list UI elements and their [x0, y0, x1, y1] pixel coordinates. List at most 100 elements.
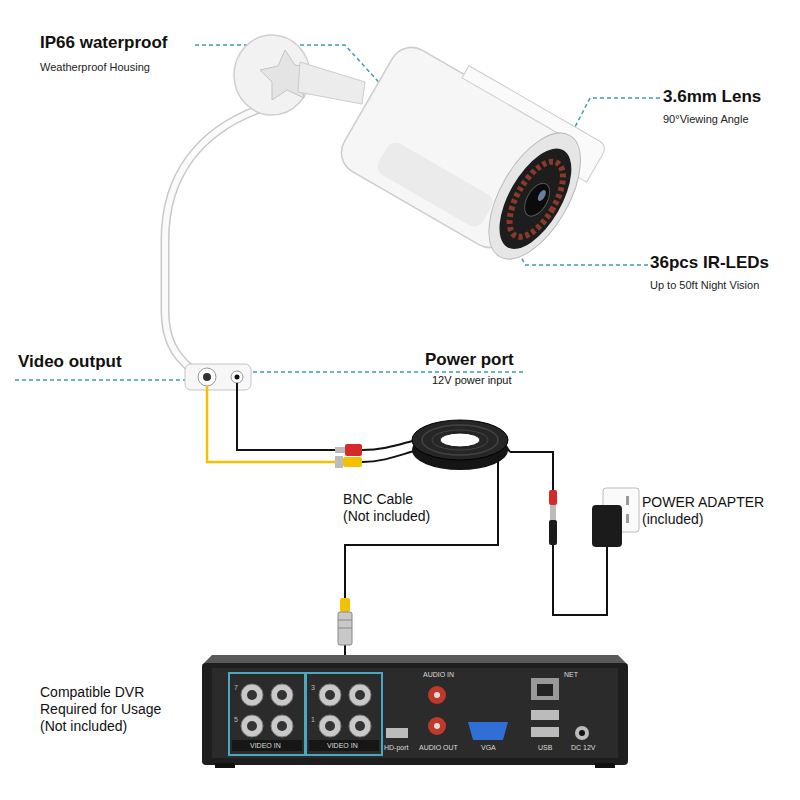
callout-note: 90°Viewing Angle: [663, 114, 749, 125]
bnc-port: [241, 715, 263, 737]
bnc-port: [319, 684, 341, 706]
coil-hole: [440, 433, 480, 447]
port-label: NET: [564, 671, 578, 678]
mount-arm: [298, 62, 365, 104]
ethernet-port: [531, 678, 559, 700]
cable-coil: BNC Cable (Not included): [335, 415, 510, 530]
port-highlight: [229, 673, 305, 755]
vga-port: [468, 722, 508, 740]
pigtail-housing: [185, 364, 251, 390]
dvr-body: [202, 663, 628, 765]
callout-note: Up to 50ft Night Vision: [650, 280, 759, 291]
port-label: USB: [538, 744, 552, 751]
node-title: Compatible DVR Required for Usage (Not i…: [40, 684, 170, 734]
cable-lead: [362, 440, 416, 450]
channel-number: 7: [234, 684, 238, 691]
connection-point: Video output: [15, 348, 215, 392]
bnc-port: [355, 721, 365, 731]
dvr-panel: [212, 668, 618, 758]
power-wire: [236, 383, 238, 392]
bnc-port: [247, 721, 257, 731]
cable-wire: [345, 530, 498, 650]
camera-cable: [165, 108, 262, 368]
dvr-foot: [215, 763, 235, 768]
bnc-port: [241, 684, 263, 706]
label-strip: [232, 740, 302, 751]
front-glass: [485, 137, 586, 260]
dc-socket: [231, 371, 243, 383]
ir-led-ring: [499, 153, 574, 245]
usb-port: [531, 727, 559, 737]
adapter-cord: [606, 547, 608, 600]
hdmi-port: [386, 728, 408, 738]
lens-highlight: [536, 189, 547, 202]
port-highlight: [306, 673, 382, 755]
callout-note: Weatherproof Housing: [40, 62, 150, 73]
dc-plug: [549, 490, 557, 505]
cable-lead: [497, 455, 499, 530]
bnc-port: [247, 690, 257, 700]
node-title: BNC Cable (Not included): [343, 491, 437, 525]
port-label: VIDEO IN: [327, 742, 358, 749]
outlet-slot: [626, 514, 629, 523]
dvr-foot: [595, 763, 615, 768]
leader-line: [246, 371, 525, 373]
channel-number: 3: [311, 684, 315, 691]
power-adapter: [592, 505, 622, 547]
bullet-camera: [333, 31, 607, 276]
bnc-port: [319, 715, 341, 737]
bnc-plug: [340, 598, 350, 612]
rca-port: [428, 686, 446, 704]
cable-wire: [207, 392, 335, 462]
callout-title: 36pcs IR-LEDs: [650, 254, 769, 271]
usb-port: [531, 710, 559, 720]
port-label: VGA: [481, 744, 496, 751]
bnc-socket: [198, 368, 216, 386]
bnc-port: [349, 684, 371, 706]
channel-number: 1: [311, 716, 315, 723]
bnc-plug: [338, 628, 352, 629]
bnc-port: [271, 715, 293, 737]
bnc-port: [325, 690, 335, 700]
dvr-recorder: Compatible DVR Required for Usage (Not i…: [35, 650, 630, 770]
bnc-plug: [338, 612, 352, 645]
leader-line: [15, 379, 196, 381]
port-label: VIDEO IN: [250, 742, 281, 749]
port-label: HD-port: [384, 744, 409, 751]
node-subtitle: 12V power input: [432, 374, 512, 387]
callout-title: IP66 waterproof: [40, 34, 168, 51]
coil-ring: [422, 425, 498, 455]
label-strip: [309, 740, 379, 751]
cable-lead: [506, 446, 510, 452]
video-wire: [206, 386, 209, 392]
dc-port: [579, 730, 585, 736]
callout-title: 3.6mm Lens: [663, 88, 761, 105]
node-title: POWER ADAPTER (included): [642, 494, 770, 528]
power-adapter: POWER ADAPTER (included): [580, 480, 770, 600]
bnc-port: [271, 684, 293, 706]
coil-ring: [432, 430, 488, 450]
node-title: Power port: [425, 350, 514, 370]
port-label: AUDIO IN: [423, 671, 454, 678]
cable-coil: [412, 420, 508, 460]
bnc-port: [349, 715, 371, 737]
outlet-slot: [626, 496, 629, 505]
housing-shade: [374, 139, 496, 230]
dc-plug: [549, 520, 557, 545]
bnc-socket: [203, 373, 211, 381]
bnc-port: [355, 690, 365, 700]
dc-port: [575, 726, 589, 740]
camera-cable: [165, 108, 262, 368]
front-face: [470, 118, 599, 273]
bnc-port: [277, 721, 287, 731]
cable-wire: [510, 452, 607, 615]
bnc-port: [277, 690, 287, 700]
bnc-plug: [335, 456, 343, 468]
channel-number: 5: [234, 716, 238, 723]
connection-point: Power port 12V power input: [225, 346, 530, 392]
dc-plug: [550, 505, 556, 520]
